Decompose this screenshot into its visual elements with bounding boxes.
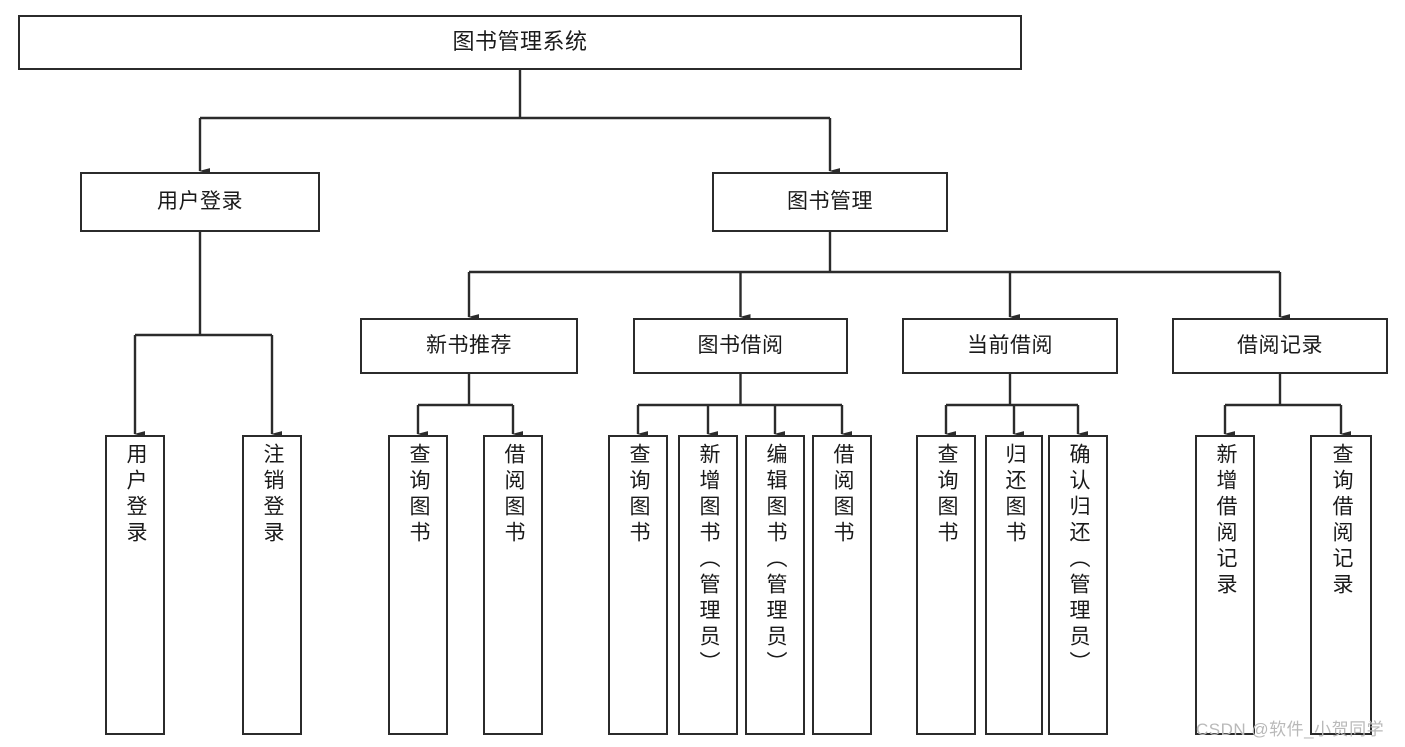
leaf-recommend-borrow-book[interactable]: 借阅图书 xyxy=(483,435,543,735)
node-book-manage[interactable]: 图书管理 xyxy=(712,172,948,232)
leaf-record-add-label: 新增借阅记录 xyxy=(1214,443,1238,599)
node-new-book-recommend-label: 新书推荐 xyxy=(426,334,512,358)
leaf-user-logout-label: 注销登录 xyxy=(261,443,285,547)
node-root-label: 图书管理系统 xyxy=(452,29,588,55)
leaf-current-confirm-return[interactable]: 确认归还（管理员） xyxy=(1048,435,1108,735)
node-root[interactable]: 图书管理系统 xyxy=(18,15,1022,70)
node-book-borrow[interactable]: 图书借阅 xyxy=(633,318,848,374)
leaf-current-query-book-label: 查询图书 xyxy=(935,443,959,547)
leaf-record-query-label: 查询借阅记录 xyxy=(1330,443,1354,599)
node-current-borrow-label: 当前借阅 xyxy=(967,334,1053,358)
leaf-borrow-do-borrow[interactable]: 借阅图书 xyxy=(812,435,872,735)
node-borrow-record[interactable]: 借阅记录 xyxy=(1172,318,1388,374)
leaf-current-confirm-return-label: 确认归还（管理员） xyxy=(1067,443,1091,677)
leaf-current-query-book[interactable]: 查询图书 xyxy=(916,435,976,735)
node-borrow-record-label: 借阅记录 xyxy=(1237,334,1323,358)
leaf-borrow-edit-book-label: 编辑图书（管理员） xyxy=(764,443,788,677)
leaf-recommend-borrow-book-label: 借阅图书 xyxy=(502,443,526,547)
node-user-login-label: 用户登录 xyxy=(157,190,243,214)
node-book-manage-label: 图书管理 xyxy=(787,190,873,214)
leaf-borrow-do-borrow-label: 借阅图书 xyxy=(831,443,855,547)
leaf-record-query[interactable]: 查询借阅记录 xyxy=(1310,435,1372,735)
node-new-book-recommend[interactable]: 新书推荐 xyxy=(360,318,578,374)
leaf-user-login[interactable]: 用户登录 xyxy=(105,435,165,735)
leaf-borrow-edit-book[interactable]: 编辑图书（管理员） xyxy=(745,435,805,735)
leaf-user-logout[interactable]: 注销登录 xyxy=(242,435,302,735)
node-user-login[interactable]: 用户登录 xyxy=(80,172,320,232)
leaf-record-add[interactable]: 新增借阅记录 xyxy=(1195,435,1255,735)
leaf-borrow-add-book[interactable]: 新增图书（管理员） xyxy=(678,435,738,735)
edges-group xyxy=(133,70,1351,437)
csdn-watermark: CSDN @软件_小贺同学 xyxy=(1196,720,1385,739)
node-current-borrow[interactable]: 当前借阅 xyxy=(902,318,1118,374)
leaf-borrow-query-book-label: 查询图书 xyxy=(627,443,651,547)
leaf-user-login-label: 用户登录 xyxy=(124,443,148,547)
leaf-borrow-add-book-label: 新增图书（管理员） xyxy=(697,443,721,677)
leaf-current-return-book-label: 归还图书 xyxy=(1003,443,1027,547)
leaf-recommend-query-book[interactable]: 查询图书 xyxy=(388,435,448,735)
leaf-recommend-query-book-label: 查询图书 xyxy=(407,443,431,547)
leaf-borrow-query-book[interactable]: 查询图书 xyxy=(608,435,668,735)
node-book-borrow-label: 图书借阅 xyxy=(697,334,784,358)
leaf-current-return-book[interactable]: 归还图书 xyxy=(985,435,1043,735)
